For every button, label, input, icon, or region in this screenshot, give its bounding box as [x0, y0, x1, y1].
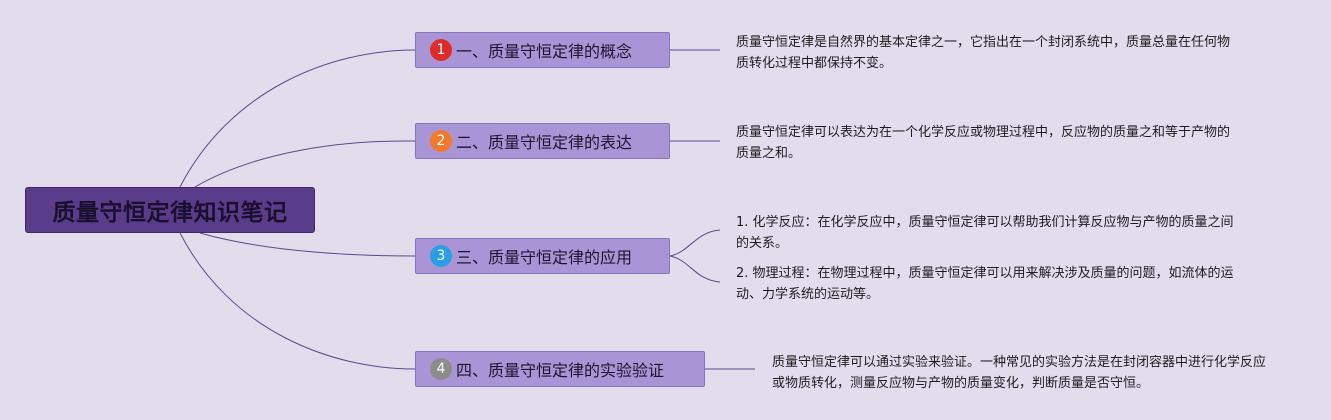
- branch-application[interactable]: 3 三、质量守恒定律的应用: [415, 238, 670, 274]
- branch-expression-label: 二、质量守恒定律的表达: [456, 133, 633, 152]
- number-3-icon: 3: [430, 245, 452, 267]
- detail-concept: 质量守恒定律是自然界的基本定律之一，它指出在一个封闭系统中，质量总量在任何物质转…: [736, 35, 1231, 71]
- branch-experiment-label: 四、质量守恒定律的实验验证: [456, 361, 665, 380]
- connector-root-branch-2: [194, 140, 416, 188]
- detail-expression: 质量守恒定律可以表达为在一个化学反应或物理过程中，反应物的质量之和等于产物的质量…: [736, 125, 1231, 161]
- central-topic-label: 质量守恒定律知识笔记: [52, 200, 288, 226]
- branch-expression[interactable]: 2 二、质量守恒定律的表达: [415, 123, 670, 159]
- branch-application-label: 三、质量守恒定律的应用: [456, 248, 633, 267]
- central-topic[interactable]: 质量守恒定律知识笔记: [25, 187, 315, 233]
- detail-experiment: 质量守恒定律可以通过实验来验证。一种常见的实验方法是在封闭容器中进行化学反应或物…: [772, 355, 1267, 391]
- connector-root-branch-1: [179, 49, 416, 188]
- connector-branch-3-fork-b: [669, 255, 721, 283]
- detail-application-physics: 2. 物理过程：在物理过程中，质量守恒定律可以用来解决涉及质量的问题，如流体的运…: [736, 266, 1234, 302]
- branch-concept-label: 一、质量守恒定律的概念: [456, 42, 633, 61]
- number-4-icon: 4: [430, 358, 452, 380]
- branch-experiment[interactable]: 4 四、质量守恒定律的实验验证: [415, 351, 705, 387]
- number-2-icon: 2: [430, 130, 452, 152]
- connector-branch-3-fork: [669, 229, 721, 257]
- connector-root-branch-4: [179, 232, 416, 370]
- number-1-icon: 1: [430, 39, 452, 61]
- detail-application-chemistry: 1. 化学反应：在化学反应中，质量守恒定律可以帮助我们计算反应物与产物的质量之间…: [736, 215, 1234, 251]
- connector-root-branch-3: [199, 232, 416, 257]
- branch-concept[interactable]: 1 一、质量守恒定律的概念: [415, 32, 670, 68]
